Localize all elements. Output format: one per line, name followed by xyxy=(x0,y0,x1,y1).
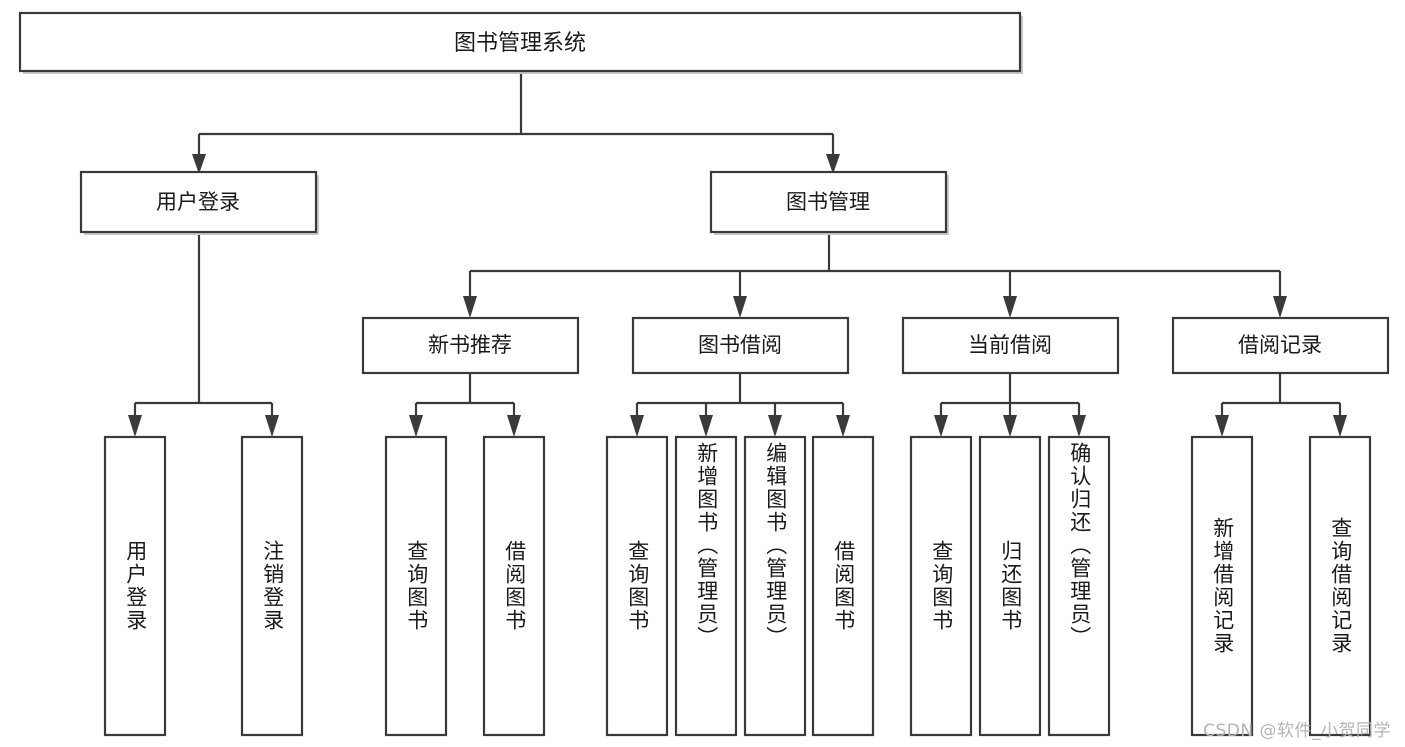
node-borrow-box xyxy=(631,316,850,375)
node-root[interactable]: 图书管理系统 xyxy=(18,11,1023,74)
edge-records-to-leaves-trunk xyxy=(1220,373,1342,420)
node-leaf9-box[interactable] xyxy=(909,435,973,737)
node-current-box xyxy=(901,316,1120,375)
arrow-current-to-leaf11 xyxy=(1072,415,1086,437)
arrow-records-to-leaf13 xyxy=(1333,415,1347,437)
node-login-label: 用户登录 xyxy=(156,190,240,214)
node-leaf6-box[interactable] xyxy=(674,435,738,737)
node-borrow[interactable]: 图书借阅 xyxy=(631,316,850,375)
node-leaf12-box[interactable] xyxy=(1190,435,1254,737)
node-bookmgmt-box xyxy=(709,170,948,234)
node-current[interactable]: 当前借阅 xyxy=(901,316,1120,375)
node-newbook-box xyxy=(361,316,580,375)
node-newbook-label: 新书推荐 xyxy=(428,333,512,357)
edges-layer xyxy=(128,74,1347,437)
arrow-newbook-to-leaf4 xyxy=(507,415,521,437)
edge-current-to-leaves-trunk xyxy=(939,373,1081,420)
arrow-current-to-leaf9 xyxy=(934,415,948,437)
node-records[interactable]: 借阅记录 xyxy=(1171,316,1390,375)
node-newbook[interactable]: 新书推荐 xyxy=(361,316,580,375)
node-leaf10-box[interactable] xyxy=(978,435,1042,737)
node-records-label: 借阅记录 xyxy=(1238,333,1322,357)
node-root-label: 图书管理系统 xyxy=(454,31,586,56)
arrow-bookmgmt-to-newbook xyxy=(463,296,477,318)
node-leaf2-box[interactable] xyxy=(240,435,304,737)
arrow-login-to-leaf2 xyxy=(265,415,279,437)
node-leaf13-box[interactable] xyxy=(1308,435,1372,737)
edge-root-to-level2-trunk xyxy=(197,74,835,160)
node-leaf8-box[interactable] xyxy=(811,435,875,737)
edge-login-to-leaves-trunk xyxy=(133,234,274,420)
arrow-borrow-to-leaf5 xyxy=(630,415,644,437)
arrow-bookmgmt-to-current xyxy=(1003,296,1017,318)
node-borrow-label: 图书借阅 xyxy=(698,333,782,357)
node-leaf5-box[interactable] xyxy=(605,435,669,737)
edge-borrow-to-leaves-trunk xyxy=(635,373,845,420)
arrow-root-to-login xyxy=(192,154,206,174)
arrow-bookmgmt-to-records xyxy=(1273,296,1287,318)
arrow-records-to-leaf12 xyxy=(1215,415,1229,437)
node-leaf1-box[interactable] xyxy=(103,435,167,737)
arrow-borrow-to-leaf7 xyxy=(768,415,782,437)
arrow-borrow-to-leaf6 xyxy=(699,415,713,437)
edge-bookmgmt-to-level3-trunk xyxy=(468,234,1282,300)
node-records-box xyxy=(1171,316,1390,375)
arrow-bookmgmt-to-borrow xyxy=(733,296,747,318)
node-leaf7-box[interactable] xyxy=(743,435,807,737)
arrow-root-to-bookmgmt xyxy=(826,154,840,174)
node-leaf3-box[interactable] xyxy=(384,435,448,737)
leaf-boxes-layer xyxy=(103,435,1372,737)
node-bookmgmt-label: 图书管理 xyxy=(786,190,870,214)
arrow-newbook-to-leaf3 xyxy=(409,415,423,437)
arrow-borrow-to-leaf8 xyxy=(836,415,850,437)
arrow-login-to-leaf1 xyxy=(128,415,142,437)
node-login[interactable]: 用户登录 xyxy=(79,170,319,235)
node-current-label: 当前借阅 xyxy=(968,333,1052,357)
node-bookmgmt[interactable]: 图书管理 xyxy=(709,170,949,235)
edge-newbook-to-leaves-trunk xyxy=(414,373,516,420)
csdn-watermark: CSDN @软件_小贺同学 xyxy=(1203,721,1391,741)
node-leaf4-box[interactable] xyxy=(482,435,546,737)
node-login-box xyxy=(79,170,318,234)
node-leaf11-box[interactable] xyxy=(1047,435,1111,737)
arrow-current-to-leaf10 xyxy=(1003,415,1017,437)
node-root-box xyxy=(18,11,1022,73)
